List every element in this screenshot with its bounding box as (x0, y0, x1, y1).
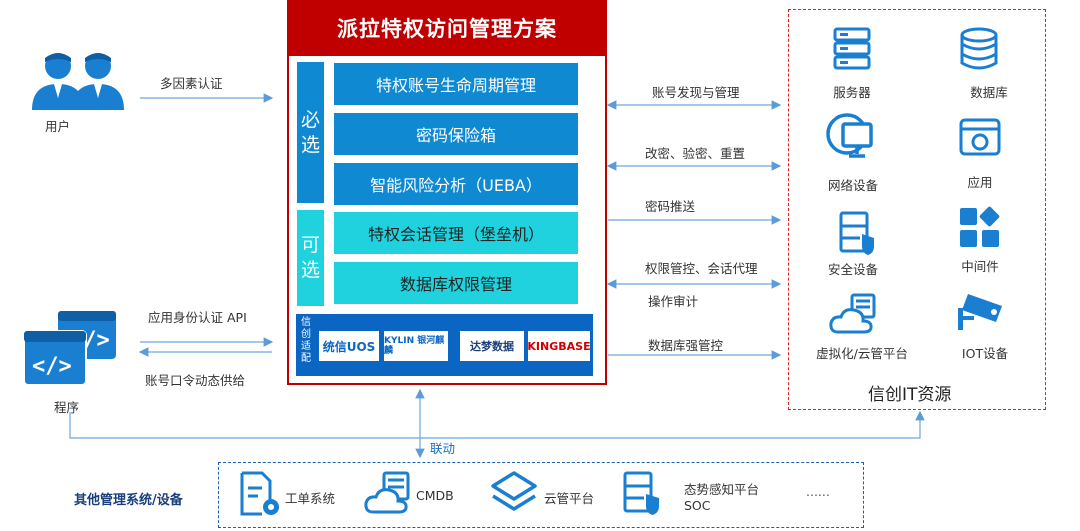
auth-label: 多因素认证 (160, 76, 223, 91)
bar-ueba: 智能风险分析（UEBA） (334, 163, 578, 205)
it-label-network: 网络设备 (827, 178, 879, 193)
linkage-line (69, 410, 925, 439)
it-label-iot: IOT设备 (961, 346, 1009, 361)
it-label-security: 安全设备 (827, 262, 879, 277)
it-label-middleware: 中间件 (961, 259, 999, 274)
logo-kingbase: KINGBASE (527, 331, 591, 361)
bar-vault: 密码保险箱 (334, 113, 578, 155)
other-more: ...... (806, 484, 830, 499)
cloud-icon (829, 293, 876, 334)
svg-text:</>: </> (32, 354, 72, 379)
other-label-cloud-platform: 云管平台 (544, 491, 595, 506)
other-label-soc-title: 态势感知平台 (684, 482, 760, 497)
conn-control: 权限管控、会话代理 (645, 261, 758, 276)
server-icon (833, 27, 871, 70)
other-label-ticket: 工单系统 (285, 491, 336, 506)
it-resources-title: 信创IT资源 (868, 385, 952, 405)
middleware-icon (960, 206, 1000, 247)
it-label-server: 服务器 (833, 85, 871, 100)
network-device-icon (826, 113, 873, 158)
ticket-icon (240, 471, 279, 516)
supply-label: 账号口令动态供给 (145, 373, 246, 388)
users-icon (32, 53, 124, 110)
other-label-soc-sub: SOC (684, 498, 711, 513)
other-systems-title: 其他管理系统/设备 (74, 493, 183, 508)
it-resources-panel (788, 9, 1046, 410)
other-systems-panel (218, 462, 864, 528)
it-label-database: 数据库 (970, 85, 1008, 100)
soc-icon (623, 471, 659, 515)
bar-lifecycle: 特权账号生命周期管理 (334, 63, 578, 105)
conn-account: 账号发现与管理 (652, 85, 740, 100)
database-icon (960, 27, 998, 70)
program-label: 程序 (54, 400, 80, 415)
security-device-icon (839, 211, 874, 255)
cmdb-cloud-icon (364, 471, 410, 514)
bar-session: 特权会话管理（堡垒机） (334, 212, 578, 254)
other-label-soc: 态势感知平台 SOC (684, 482, 759, 514)
it-label-cloud: 虚拟化/云管平台 (816, 346, 908, 361)
conn-audit: 操作审计 (648, 294, 699, 309)
conn-reset: 改密、验密、重置 (645, 146, 746, 161)
bar-db-permission: 数据库权限管理 (334, 262, 578, 304)
logo-uos: 统信UOS (319, 331, 379, 361)
cloud-platform-icon (491, 471, 537, 511)
main-title: 派拉特权访问管理方案 (287, 0, 607, 56)
other-label-cmdb: CMDB (416, 488, 454, 503)
optional-tag: 可选 (297, 210, 324, 306)
logo-dameng: 达梦数据 (460, 331, 524, 361)
logo-kylin: KYLIN 银河麒麟 (384, 331, 448, 361)
application-icon (959, 118, 1001, 156)
conn-db: 数据库强管控 (648, 338, 724, 353)
it-label-app: 应用 (967, 175, 993, 190)
program-icon: |/> </> (23, 311, 116, 386)
adaptation-tag: 信创适配 (301, 317, 311, 364)
api-label: 应用身份认证 API (148, 310, 247, 325)
linkage-label: 联动 (430, 441, 456, 456)
conn-push: 密码推送 (645, 199, 696, 214)
required-tag: 必选 (297, 62, 324, 203)
users-label: 用户 (45, 119, 71, 134)
iot-camera-icon (958, 294, 1002, 330)
